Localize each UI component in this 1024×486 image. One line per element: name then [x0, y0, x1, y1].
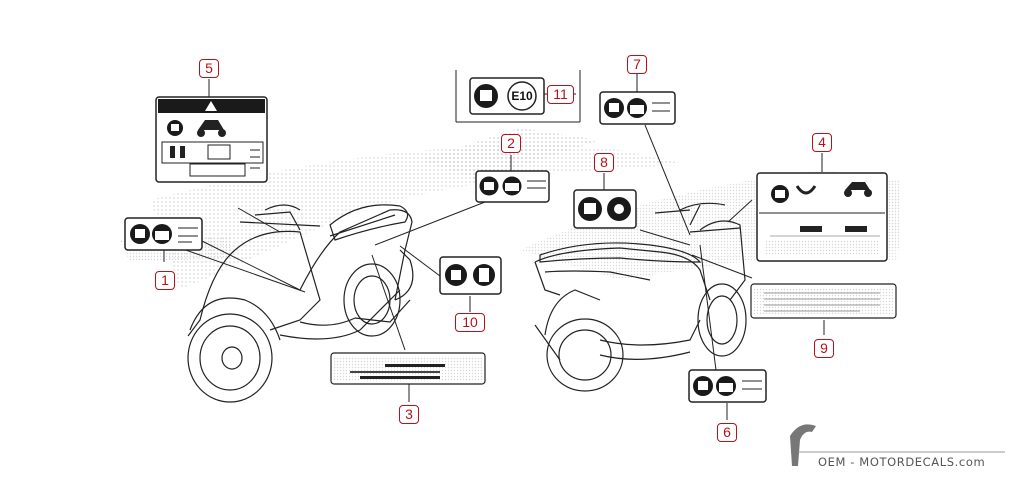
callout-6: 6	[717, 423, 737, 442]
warning-icon	[205, 101, 217, 111]
rider-icon	[170, 146, 175, 158]
decal-7	[599, 91, 676, 125]
helmet-icon	[795, 185, 817, 195]
callout-3: 3	[399, 405, 419, 424]
watermark-text: OEM - MOTORDECALS.com	[818, 455, 986, 469]
callout-11: 11	[547, 85, 574, 104]
decal-6	[688, 369, 767, 403]
decal-10	[439, 256, 502, 295]
fuel-e10-text: E10	[511, 89, 533, 103]
callout-9: 9	[814, 339, 834, 358]
decal-9	[750, 283, 897, 319]
scooter-right-view	[534, 202, 747, 392]
leader-lines	[163, 70, 825, 420]
callout-4: 4	[812, 133, 832, 152]
brand-logo-icon	[790, 424, 1005, 466]
decal-1	[124, 217, 203, 251]
callout-10: 10	[455, 313, 485, 332]
decal-11: E10	[469, 77, 545, 115]
decal-5	[155, 96, 268, 183]
decal-2	[475, 170, 550, 203]
callout-5: 5	[199, 59, 219, 78]
callout-2: 2	[501, 134, 521, 153]
decal-8	[573, 189, 637, 229]
callout-7: 7	[627, 55, 647, 74]
callout-8: 8	[594, 153, 614, 172]
motorcycle-icon	[845, 182, 870, 190]
callout-1: 1	[155, 271, 175, 290]
decal-4	[756, 172, 888, 262]
decal-3	[330, 352, 486, 385]
